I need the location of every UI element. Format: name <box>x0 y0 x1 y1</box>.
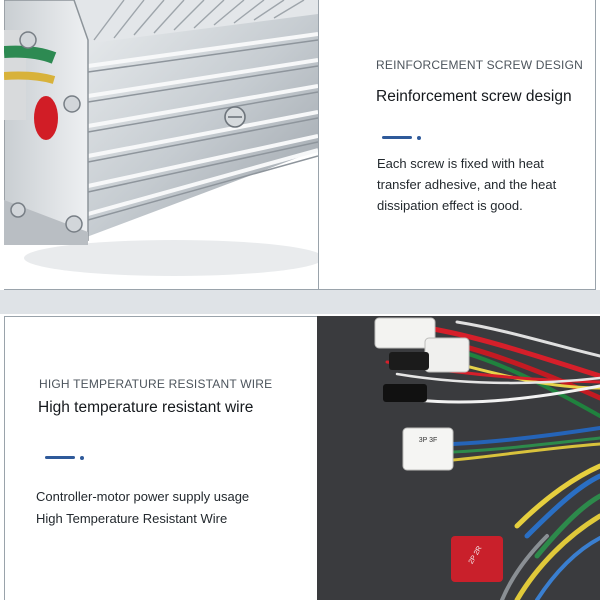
controller-housing-illustration <box>4 0 318 276</box>
white-plug-label: 3P 3F <box>419 437 438 444</box>
controller-housing-photo <box>4 0 318 289</box>
body-line: Controller-motor power supply usage <box>36 489 250 504</box>
accent-dot <box>80 455 84 460</box>
bottom-panel: HIGH TEMPERATURE RESISTANT WIRE High tem… <box>0 314 600 600</box>
section-body-wire: Controller-motor power supply usage High… <box>36 486 249 530</box>
accent-dot <box>417 135 421 140</box>
accent-bar <box>382 136 412 139</box>
wiring-harness-illustration: 3P 3F 2P 2R <box>317 316 600 600</box>
section-title-screw: Reinforcement screw design <box>376 88 572 105</box>
top-panel: REINFORCEMENT SCREW DESIGN Reinforcement… <box>0 0 600 290</box>
bottom-panel-frame <box>4 316 600 600</box>
section-title-wire: High temperature resistant wire <box>38 399 254 416</box>
body-line: High Temperature Resistant Wire <box>36 511 228 526</box>
section-body-screw: Each screw is fixed with heat transfer a… <box>377 153 556 216</box>
body-line: Each screw is fixed with heat <box>377 156 544 171</box>
top-divider <box>318 0 319 289</box>
section-overline-wire: HIGH TEMPERATURE RESISTANT WIRE <box>39 377 273 391</box>
wiring-harness-photo: 3P 3F 2P 2R <box>317 316 600 600</box>
body-line: dissipation effect is good. <box>377 198 523 213</box>
accent-bar <box>45 456 75 459</box>
section-overline-screw: REINFORCEMENT SCREW DESIGN <box>376 58 583 72</box>
body-line: transfer adhesive, and the heat <box>377 177 557 192</box>
